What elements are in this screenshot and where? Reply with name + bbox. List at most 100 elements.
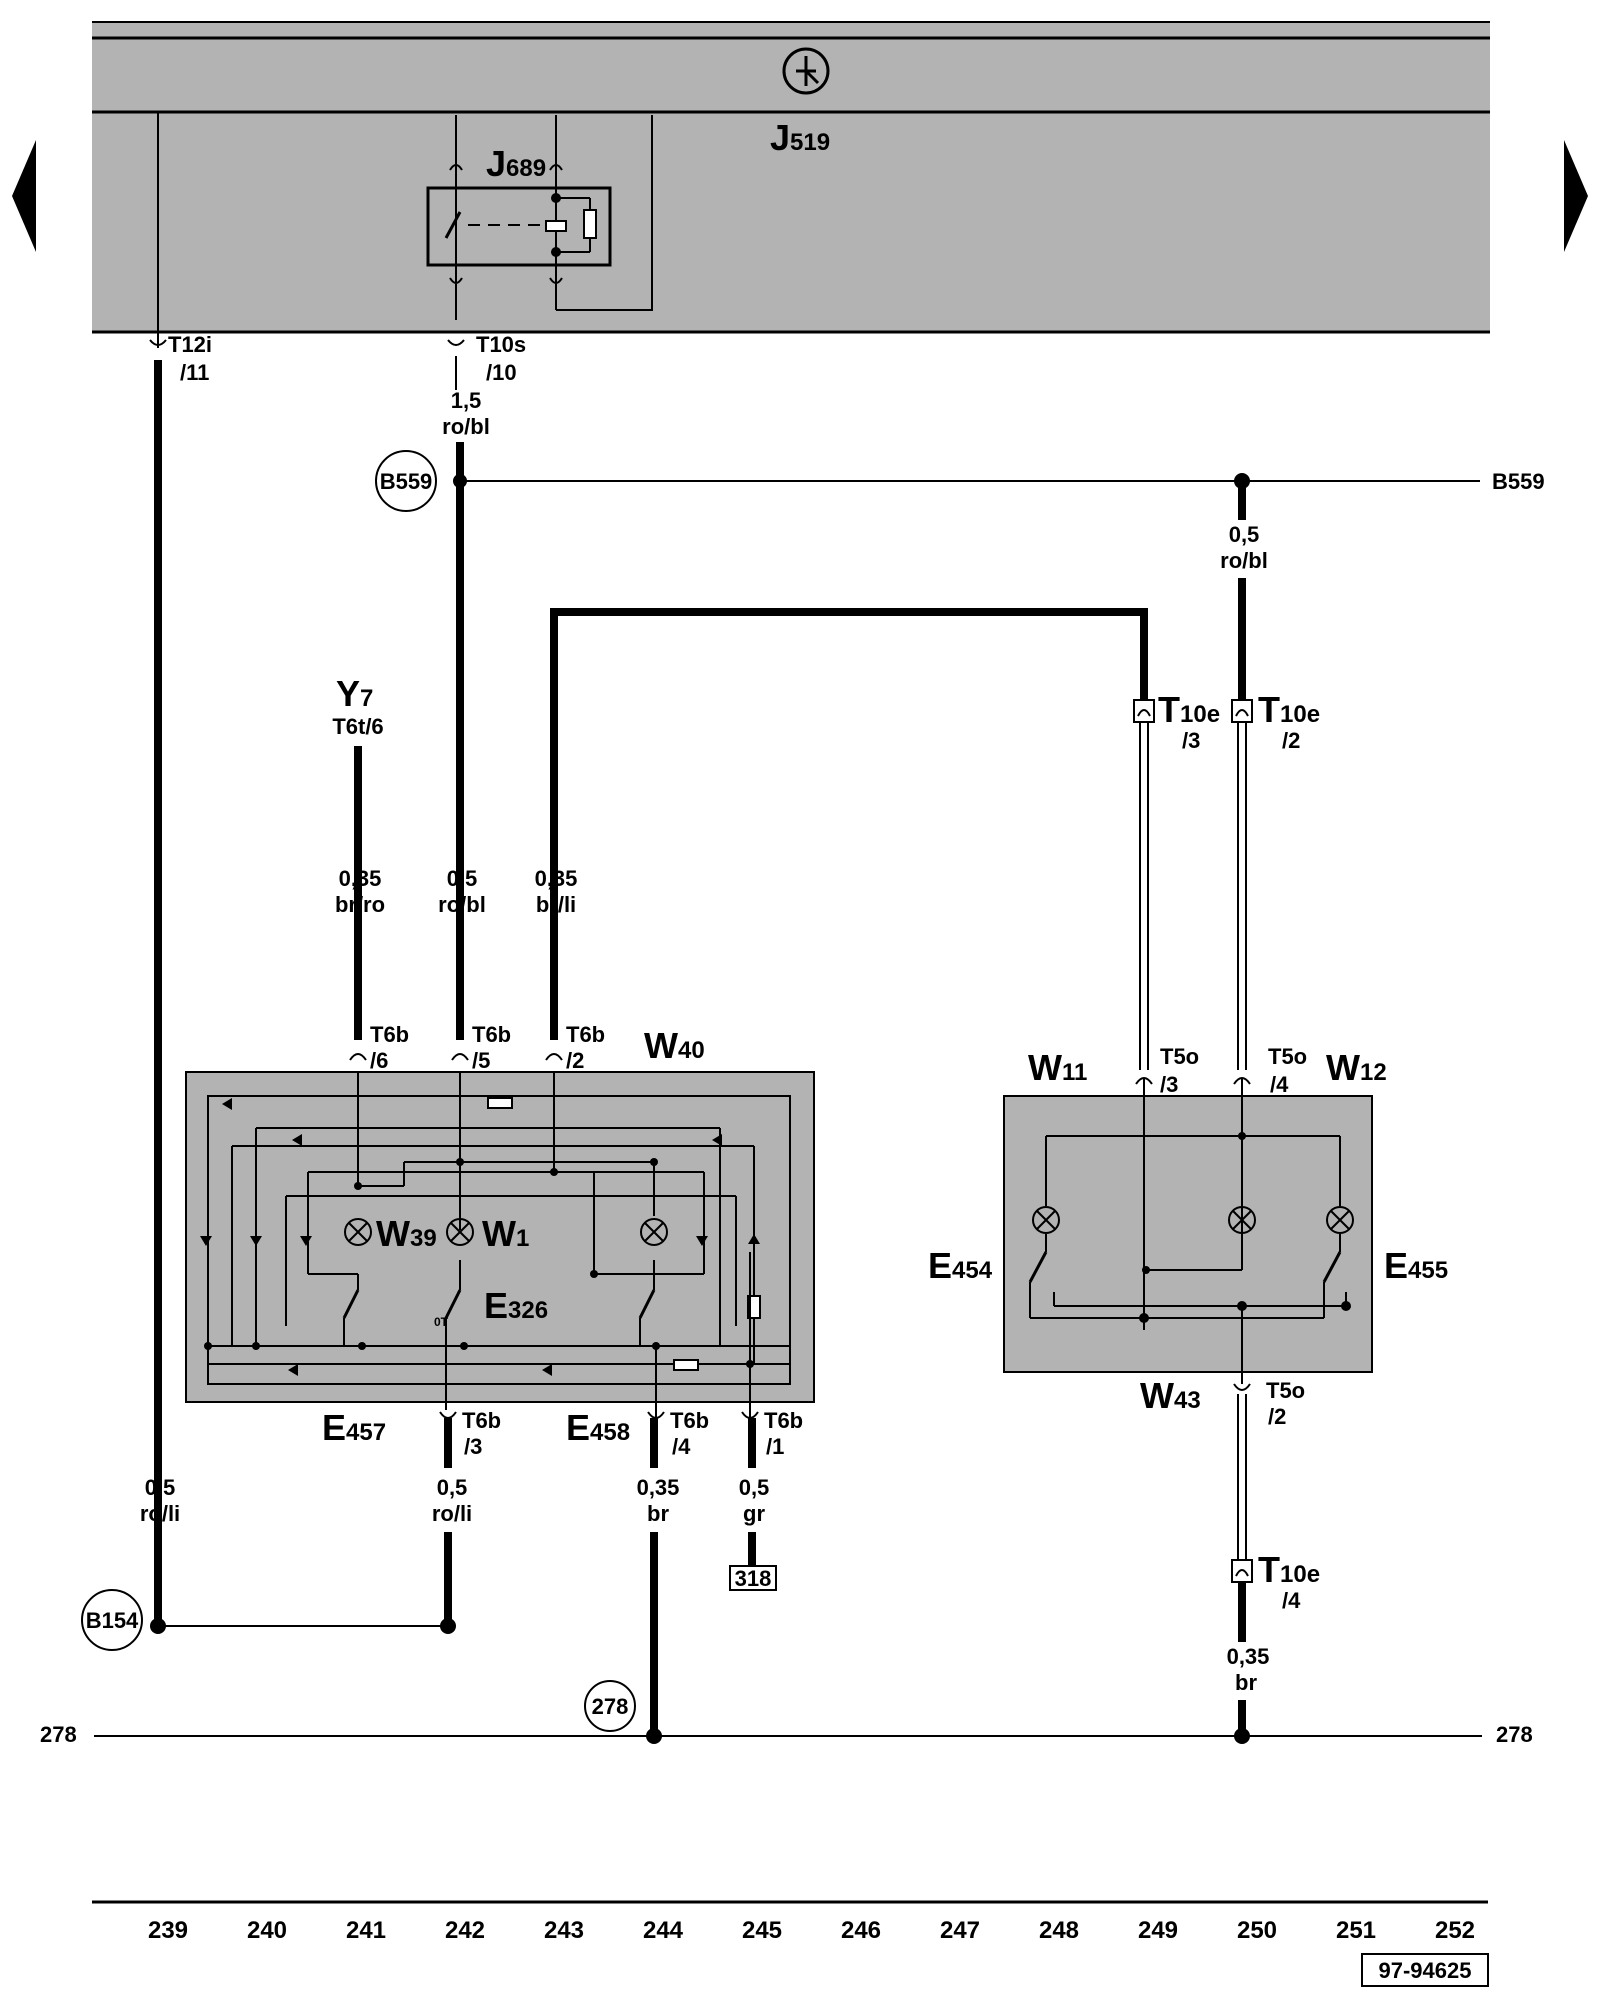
wire-y7-color: br/ro <box>335 892 385 917</box>
connector-t6b-1: T6b /1 <box>741 1408 803 1459</box>
wire-b559-size: 0,5 <box>1229 522 1260 547</box>
column-number: 245 <box>742 1917 782 1944</box>
wire-t10e4-color: br <box>1235 1670 1257 1695</box>
t12i-label: T12i <box>168 332 212 357</box>
svg-text:/2: /2 <box>1268 1404 1286 1429</box>
diagram-id-box: 97-94625 <box>1361 1953 1489 1987</box>
svg-text:T6b: T6b <box>670 1408 709 1433</box>
column-number: 247 <box>940 1917 980 1944</box>
w12-label: W12 <box>1326 1047 1387 1088</box>
svg-text:/4: /4 <box>1282 1588 1301 1613</box>
column-number: 241 <box>346 1917 386 1944</box>
svg-text:278: 278 <box>592 1694 629 1719</box>
wire-j519-size: 1,5 <box>451 388 482 413</box>
svg-text:/3: /3 <box>1182 728 1200 753</box>
connector-t5o-3: T5o /3 <box>1135 1044 1199 1097</box>
bulb-e458-icon <box>640 1218 668 1246</box>
bulb-e454-icon <box>1032 1206 1060 1234</box>
wire-t12i-color: ro/li <box>140 1501 180 1526</box>
bulb-w12-icon <box>1228 1206 1256 1234</box>
svg-text:/3: /3 <box>1160 1072 1178 1097</box>
wire-y7-size: 0,35 <box>339 866 382 891</box>
column-number: 251 <box>1336 1917 1376 1944</box>
e455-label: E455 <box>1384 1245 1448 1286</box>
w43-label: W43 <box>1140 1375 1201 1416</box>
ground-278-right: 278 <box>1496 1722 1533 1747</box>
ground-278-left: 278 <box>40 1722 77 1747</box>
connector-t6b-2: T6b /2 <box>545 1022 605 1073</box>
wire-t6b4-color: br <box>647 1501 669 1526</box>
column-number: 250 <box>1237 1917 1277 1944</box>
connector-t10e-3: T10e /3 <box>1133 689 1220 753</box>
w39-label: W39 <box>376 1213 437 1254</box>
connector-t10e-4: T10e /4 <box>1231 1549 1320 1613</box>
svg-text:B154: B154 <box>86 1608 139 1633</box>
bulb-w39-icon <box>344 1218 372 1246</box>
bulb-e455-icon <box>1326 1206 1354 1234</box>
reference-318: 318 <box>729 1565 777 1591</box>
e326-label: E326 <box>484 1285 548 1326</box>
svg-text:T5o: T5o <box>1268 1044 1307 1069</box>
t10s-pin: /10 <box>486 360 517 385</box>
prev-page-arrow[interactable] <box>12 140 36 252</box>
t10s-label: T10s <box>476 332 526 357</box>
ground-symbol-icon <box>782 47 830 95</box>
e454-label: E454 <box>928 1245 993 1286</box>
b559-right-label: B559 <box>1492 469 1545 494</box>
junction-b154: B154 <box>81 1589 143 1651</box>
e457-label: E457 <box>322 1407 386 1448</box>
wire-t6b5-size: 0,5 <box>447 866 478 891</box>
connector-t6b-6: T6b /6 <box>349 1022 409 1073</box>
wire-t6b1-size: 0,5 <box>739 1475 770 1500</box>
bulb-w1-icon <box>446 1218 474 1246</box>
svg-text:/2: /2 <box>1282 728 1300 753</box>
j689-label: J689 <box>486 143 546 184</box>
svg-text:/1: /1 <box>766 1434 784 1459</box>
svg-text:97-94625: 97-94625 <box>1379 1958 1472 1983</box>
wire-t12i-size: 0,5 <box>145 1475 176 1500</box>
column-number: 243 <box>544 1917 584 1944</box>
svg-text:/4: /4 <box>1270 1072 1289 1097</box>
svg-text:/3: /3 <box>464 1434 482 1459</box>
wire-j519-color: ro/bl <box>442 414 490 439</box>
svg-text:T5o: T5o <box>1266 1378 1305 1403</box>
column-number: 246 <box>841 1917 881 1944</box>
connector-t5o-4: T5o /4 <box>1233 1044 1307 1097</box>
j519-label: J519 <box>770 117 830 158</box>
wire-t6b3-size: 0,5 <box>437 1475 468 1500</box>
connector-t6b-3: T6b /3 <box>439 1408 501 1459</box>
switch-module-w40: 0T <box>185 1071 815 1420</box>
w11-label: W11 <box>1028 1047 1087 1088</box>
relay-j689: J689 <box>426 115 653 320</box>
svg-text:T5o: T5o <box>1160 1044 1199 1069</box>
e458-label: E458 <box>566 1407 630 1448</box>
w1-label: W1 <box>482 1213 529 1254</box>
t12i-pin: /11 <box>180 360 209 385</box>
svg-text:/6: /6 <box>370 1048 388 1073</box>
svg-text:/2: /2 <box>566 1048 584 1073</box>
junction-b559-left: B559 <box>375 450 437 512</box>
svg-text:T10e: T10e <box>1258 1549 1320 1590</box>
ts-label: 0T <box>434 1315 449 1329</box>
column-number: 239 <box>148 1917 188 1944</box>
column-number: 249 <box>1138 1917 1178 1944</box>
connector-t10e-2: T10e /2 <box>1231 689 1320 753</box>
wire-t6b2-color: br/li <box>536 892 576 917</box>
wire-t6b1-color: gr <box>743 1501 765 1526</box>
w40-label: W40 <box>644 1025 705 1066</box>
wire-t6b4-size: 0,35 <box>637 1475 680 1500</box>
svg-text:T6b: T6b <box>764 1408 803 1433</box>
t6t-label: T6t/6 <box>332 714 383 739</box>
column-number: 248 <box>1039 1917 1079 1944</box>
column-number: 244 <box>643 1917 684 1944</box>
wire-t6b3-color: ro/li <box>432 1501 472 1526</box>
svg-text:T6b: T6b <box>370 1022 409 1047</box>
junction-278: 278 <box>584 1680 636 1732</box>
svg-text:318: 318 <box>735 1566 772 1591</box>
wire-b559-color: ro/bl <box>1220 548 1268 573</box>
connector-t6b-5: T6b /5 <box>451 1022 511 1073</box>
next-page-arrow[interactable] <box>1564 140 1588 252</box>
svg-text:T6b: T6b <box>566 1022 605 1047</box>
svg-text:T6b: T6b <box>462 1408 501 1433</box>
